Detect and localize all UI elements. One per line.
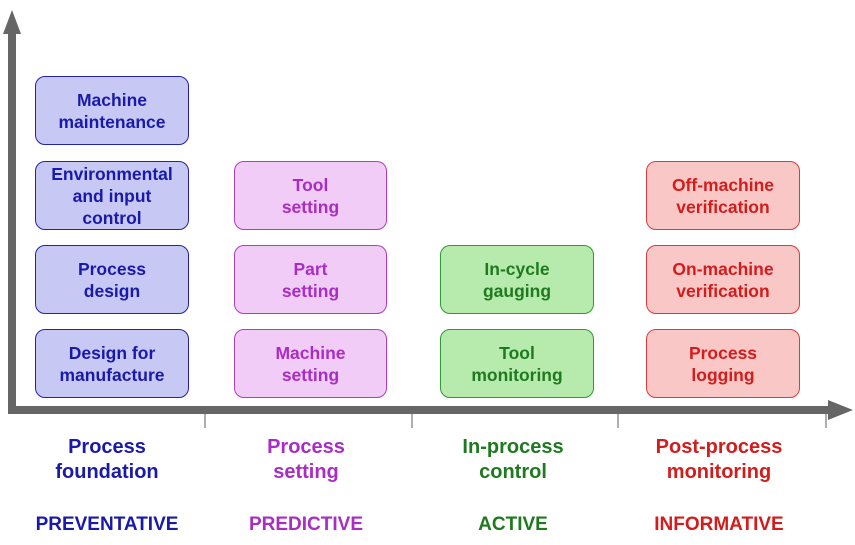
- column-label-process-foundation: Process foundation: [55, 436, 159, 483]
- box-machine-setting: Machine setting: [234, 329, 387, 398]
- box-on-machine-verification: On-machine verification: [646, 245, 800, 314]
- box-process-design: Process design: [35, 245, 189, 314]
- y-axis-arrowhead: [3, 10, 21, 34]
- x-axis-arrowhead: [828, 400, 853, 420]
- box-off-machine-verification: Off-machine verification: [646, 161, 800, 230]
- category-active: ACTIVE: [478, 514, 548, 535]
- box-process-logging: Process logging: [646, 329, 800, 398]
- box-tool-monitoring: Tool monitoring: [440, 329, 594, 398]
- box-part-setting: Part setting: [234, 245, 387, 314]
- category-preventative: PREVENTATIVE: [35, 514, 179, 535]
- box-tool-setting: Tool setting: [234, 161, 387, 230]
- category-informative: INFORMATIVE: [654, 514, 784, 535]
- category-predictive: PREDICTIVE: [248, 514, 364, 535]
- y-axis: [8, 30, 16, 414]
- box-design-for-manufacture: Design for manufacture: [35, 329, 189, 398]
- box-environmental-input-control: Environmental and input control: [35, 161, 189, 230]
- column-label-in-process-control: In-process control: [462, 436, 564, 483]
- column-label-process-setting: Process setting: [267, 436, 345, 483]
- x-axis: [8, 406, 830, 414]
- box-in-cycle-gauging: In-cycle gauging: [440, 245, 594, 314]
- box-machine-maintenance: Machine maintenance: [35, 76, 189, 145]
- column-label-post-process-monitoring: Post-process monitoring: [655, 436, 783, 483]
